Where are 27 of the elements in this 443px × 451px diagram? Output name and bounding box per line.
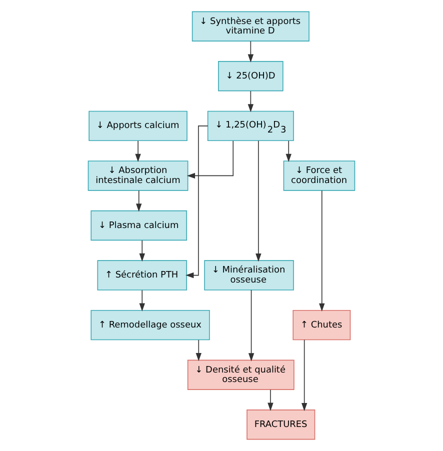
node-box: ↓ Plasma calcium <box>90 210 188 241</box>
arrow <box>186 140 234 179</box>
arrow <box>286 140 292 162</box>
arrow <box>256 140 262 262</box>
node-box: ↑ Remodellage osseux <box>90 310 210 340</box>
node-box: ↓ Densité et qualité osseuse <box>187 360 294 390</box>
node-box: FRACTURES <box>246 410 316 440</box>
arrow <box>135 140 141 162</box>
node-box: ↓ 25(OH)D <box>218 61 284 92</box>
arrow <box>136 190 142 212</box>
node-box: ↓ Minéralisation osseuse <box>204 260 294 290</box>
node-box: ↓ Synthèse et apports vitamine D <box>192 11 310 42</box>
node-box: ↑ Chutes <box>292 310 351 340</box>
node-box: ↓ Apports calcium <box>88 110 188 142</box>
node-box: ↓ Absorption intestinale calcium <box>88 160 188 191</box>
arrow <box>248 290 254 362</box>
node-box: ↑ Sécrétion PTH <box>97 260 188 290</box>
arrow <box>319 190 325 312</box>
arrow <box>248 40 254 62</box>
node-box: ↓ Force et coordination <box>283 160 356 191</box>
arrow <box>196 340 202 362</box>
arrow <box>139 290 145 312</box>
arrow <box>301 339 308 412</box>
arrow <box>268 389 274 411</box>
arrow <box>248 90 254 112</box>
arrow <box>186 126 208 278</box>
arrow <box>139 240 145 262</box>
